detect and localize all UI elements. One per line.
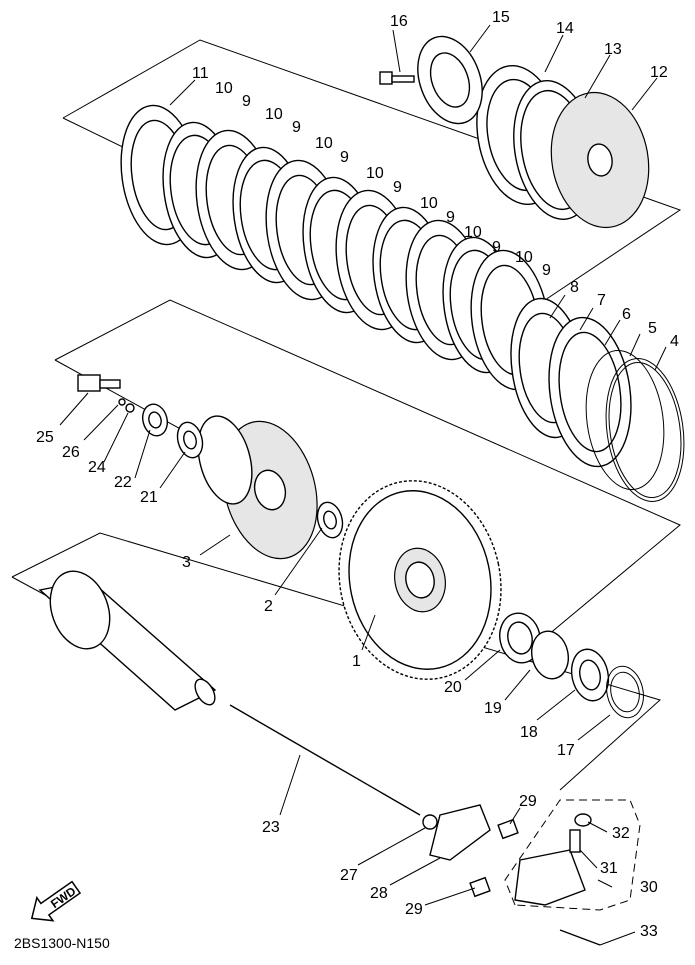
callout-31: 31 bbox=[600, 860, 618, 877]
callout-10a: 10 bbox=[215, 80, 233, 97]
callout-9b: 9 bbox=[292, 119, 301, 136]
frame-push-lever bbox=[504, 799, 641, 911]
callout-9e: 9 bbox=[446, 209, 455, 226]
callout-22: 22 bbox=[114, 474, 132, 491]
pressure-plate-12 bbox=[550, 91, 650, 229]
screw-31 bbox=[569, 829, 581, 853]
callout-9f: 9 bbox=[492, 239, 501, 256]
callout-29-top: 29 bbox=[519, 793, 537, 810]
callout-10c: 10 bbox=[315, 135, 333, 152]
callout-17: 17 bbox=[557, 742, 575, 759]
callout-6: 6 bbox=[622, 306, 631, 323]
reference-code: 2BS1300-N150 bbox=[14, 935, 110, 951]
push-rod-23 bbox=[229, 704, 421, 816]
callout-9d: 9 bbox=[393, 179, 402, 196]
callout-19: 19 bbox=[484, 700, 502, 717]
callout-11: 11 bbox=[192, 65, 209, 82]
fwd-arrow-icon: FWD bbox=[30, 880, 82, 922]
callout-10d: 10 bbox=[366, 165, 384, 182]
callout-labels: 16 15 14 13 12 11 10 9 10 9 10 9 10 9 10… bbox=[36, 9, 679, 940]
callout-9g: 9 bbox=[542, 262, 551, 279]
callout-8: 8 bbox=[570, 279, 579, 296]
pressure-plate-assembly bbox=[379, 35, 650, 229]
clutch-plate-stack bbox=[120, 104, 685, 502]
callout-26: 26 bbox=[62, 444, 80, 461]
callout-30: 30 bbox=[640, 879, 658, 896]
boss-spline bbox=[197, 415, 253, 505]
washer-17 bbox=[606, 665, 644, 719]
bolt-16 bbox=[379, 71, 415, 85]
plug-32 bbox=[574, 813, 592, 827]
callout-10e: 10 bbox=[420, 195, 438, 212]
bearing-20 bbox=[499, 612, 541, 664]
callout-2: 2 bbox=[264, 598, 273, 615]
seal-27 bbox=[422, 814, 438, 830]
ring-4 bbox=[605, 358, 685, 502]
clutch-housing-1 bbox=[338, 480, 502, 680]
callout-16: 16 bbox=[390, 13, 408, 30]
primary-driven-gear-assembly bbox=[338, 480, 644, 719]
rod-25 bbox=[77, 374, 121, 392]
callout-32: 32 bbox=[612, 825, 630, 842]
callout-12: 12 bbox=[650, 64, 668, 81]
callout-18: 18 bbox=[520, 724, 538, 741]
callout-10b: 10 bbox=[265, 106, 283, 123]
callout-9a: 9 bbox=[242, 93, 251, 110]
washer-21 bbox=[176, 421, 204, 459]
callout-23: 23 bbox=[262, 819, 280, 836]
callout-15: 15 bbox=[492, 9, 510, 26]
plate-6-7 bbox=[548, 316, 632, 468]
main-axle-assembly bbox=[38, 570, 421, 816]
callout-5: 5 bbox=[648, 320, 657, 337]
nut-22 bbox=[141, 403, 169, 437]
ball-26 bbox=[118, 398, 126, 406]
callout-20: 20 bbox=[444, 679, 462, 696]
callout-9c: 9 bbox=[340, 149, 349, 166]
washer-18 bbox=[570, 648, 610, 702]
callout-10g: 10 bbox=[515, 249, 533, 266]
callout-14: 14 bbox=[556, 20, 574, 37]
callout-1: 1 bbox=[352, 653, 361, 670]
bolt-33 bbox=[559, 929, 601, 946]
callout-21: 21 bbox=[140, 489, 158, 506]
pin-29-upper bbox=[497, 818, 519, 840]
callout-7: 7 bbox=[597, 292, 606, 309]
callout-3: 3 bbox=[182, 554, 191, 571]
callout-29-bottom: 29 bbox=[405, 901, 423, 918]
ball-24 bbox=[125, 403, 135, 413]
spacer-19 bbox=[530, 630, 570, 680]
lever-28 bbox=[429, 804, 491, 861]
clutch-boss-assembly bbox=[77, 374, 344, 560]
callout-27: 27 bbox=[340, 867, 358, 884]
callout-25: 25 bbox=[36, 429, 54, 446]
washer-2 bbox=[316, 501, 344, 539]
callout-33: 33 bbox=[640, 923, 658, 940]
callout-10f: 10 bbox=[464, 224, 482, 241]
callout-24: 24 bbox=[88, 459, 106, 476]
callout-4: 4 bbox=[670, 333, 679, 350]
callout-28: 28 bbox=[370, 885, 388, 902]
lever-body-30 bbox=[514, 849, 586, 906]
plate-15 bbox=[417, 35, 483, 125]
callout-13: 13 bbox=[604, 41, 622, 58]
push-lever-assembly bbox=[422, 804, 601, 946]
pin-29-lower bbox=[469, 876, 491, 898]
leader-lines bbox=[59, 24, 667, 946]
